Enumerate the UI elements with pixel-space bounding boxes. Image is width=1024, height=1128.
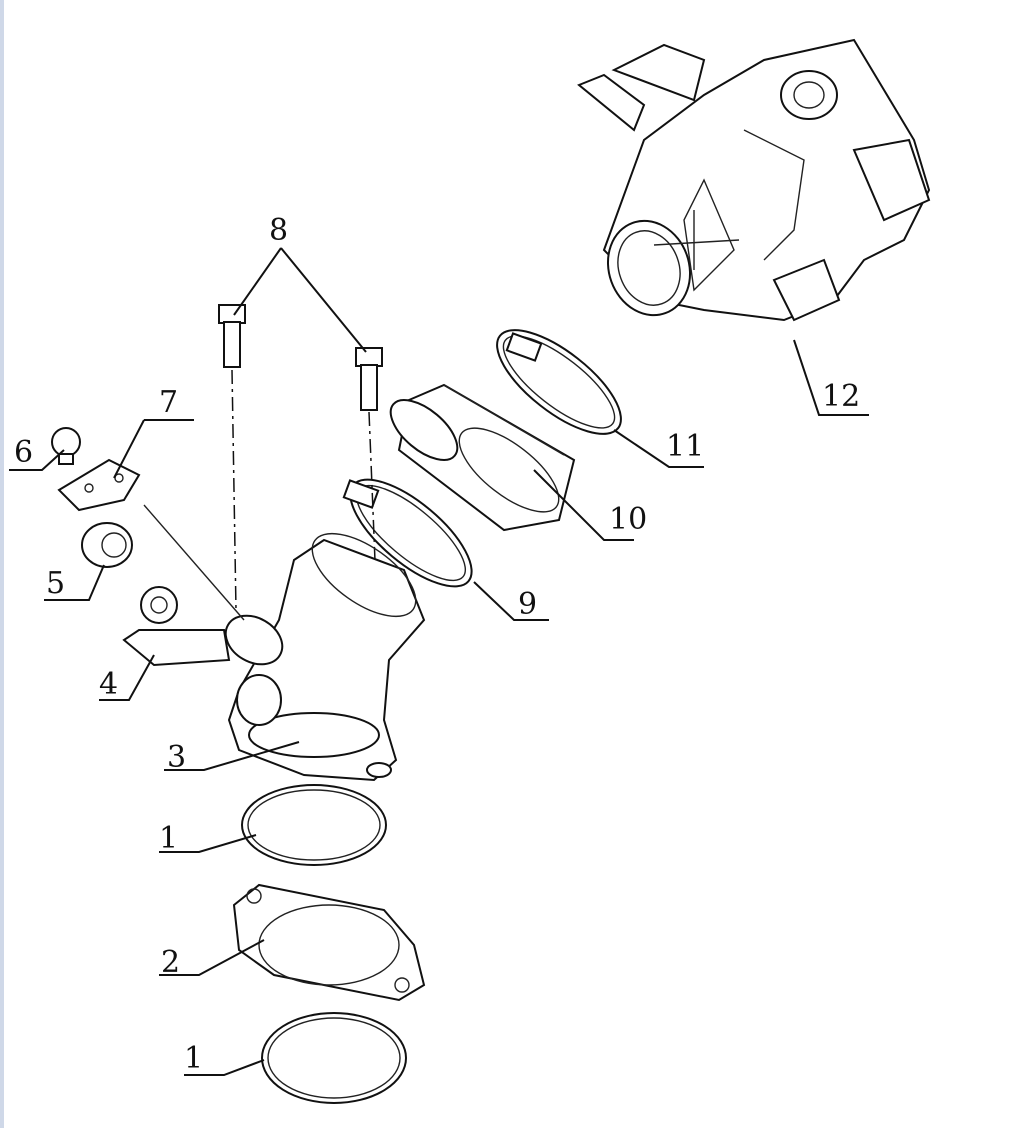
throttle-body-part-12 [577,38,931,322]
label-part-5: 5 [46,566,65,601]
intake-boot-part-10 [389,383,576,532]
clamp-part-9 [342,478,473,588]
o-ring-part-1-bottom [261,1012,407,1104]
label-part-8: 8 [269,213,288,248]
label-part-9: 9 [518,587,537,622]
label-part-4: 4 [99,667,118,702]
bracket-part-7 [57,458,141,512]
label-part-12: 12 [822,379,860,414]
o-ring-part-1-top [241,784,387,866]
injector-part-4 [122,586,231,667]
label-part-3: 3 [167,740,186,775]
label-part-11: 11 [666,429,704,464]
leader-lines [9,247,869,1076]
label-part-1-top: 1 [159,821,178,856]
label-part-1-bottom: 1 [184,1041,203,1076]
bolt-part-6 [51,427,81,465]
label-part-2: 2 [161,945,180,980]
label-part-7: 7 [159,385,178,420]
label-part-10: 10 [609,502,647,537]
bolts-part-8 [218,304,383,661]
clamp-part-11 [496,329,622,435]
gasket-part-2 [232,883,426,1002]
label-part-6: 6 [14,435,33,470]
connector-part-5 [81,504,245,621]
diagram-canvas: 8 7 6 5 4 3 1 2 1 9 10 11 12 [9,38,931,1104]
intake-manifold-part-3 [224,532,426,782]
